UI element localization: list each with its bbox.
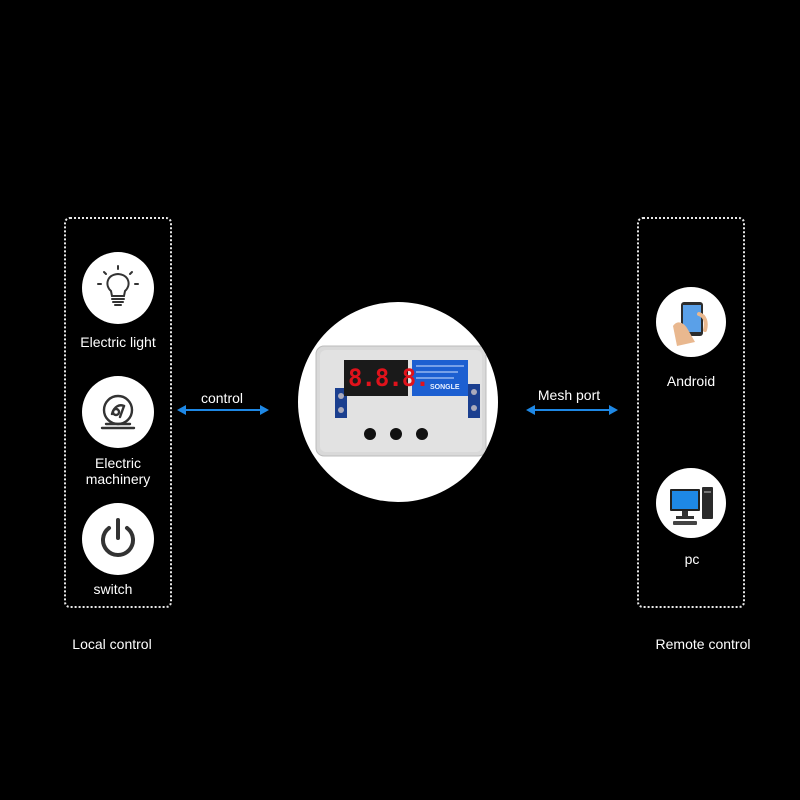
relay-module-circle: 8.8.8. SONGLE bbox=[298, 302, 498, 502]
electric-machinery-icon-circle bbox=[82, 376, 154, 448]
android-label: Android bbox=[666, 373, 716, 389]
power-icon bbox=[101, 518, 135, 557]
led-display: 8.8.8. bbox=[348, 364, 430, 392]
local-control-caption: Local control bbox=[72, 636, 152, 652]
light-bulb-icon bbox=[97, 265, 139, 306]
motor-icon bbox=[100, 394, 136, 430]
control-arrow bbox=[177, 405, 269, 415]
mesh-port-label: Mesh port bbox=[537, 387, 601, 403]
phone-in-hand-icon bbox=[673, 302, 708, 346]
control-label: control bbox=[200, 390, 244, 406]
electric-light-label: Electric light bbox=[80, 334, 156, 350]
remote-control-panel bbox=[637, 217, 745, 608]
remote-control-caption: Remote control bbox=[655, 636, 751, 652]
relay-module-icon bbox=[315, 345, 487, 457]
relay-label: SONGLE bbox=[430, 384, 460, 391]
switch-label: switch bbox=[93, 581, 133, 597]
switch-icon-circle bbox=[82, 503, 154, 575]
electric-light-icon-circle bbox=[82, 252, 154, 324]
pc-label: pc bbox=[684, 551, 700, 567]
android-icon-circle bbox=[656, 287, 726, 357]
mesh-port-arrow bbox=[526, 405, 618, 415]
pc-icon-circle bbox=[656, 468, 726, 538]
computer-icon bbox=[670, 487, 713, 525]
electric-machinery-label: Electric machinery bbox=[85, 455, 151, 487]
local-control-panel bbox=[64, 217, 172, 608]
